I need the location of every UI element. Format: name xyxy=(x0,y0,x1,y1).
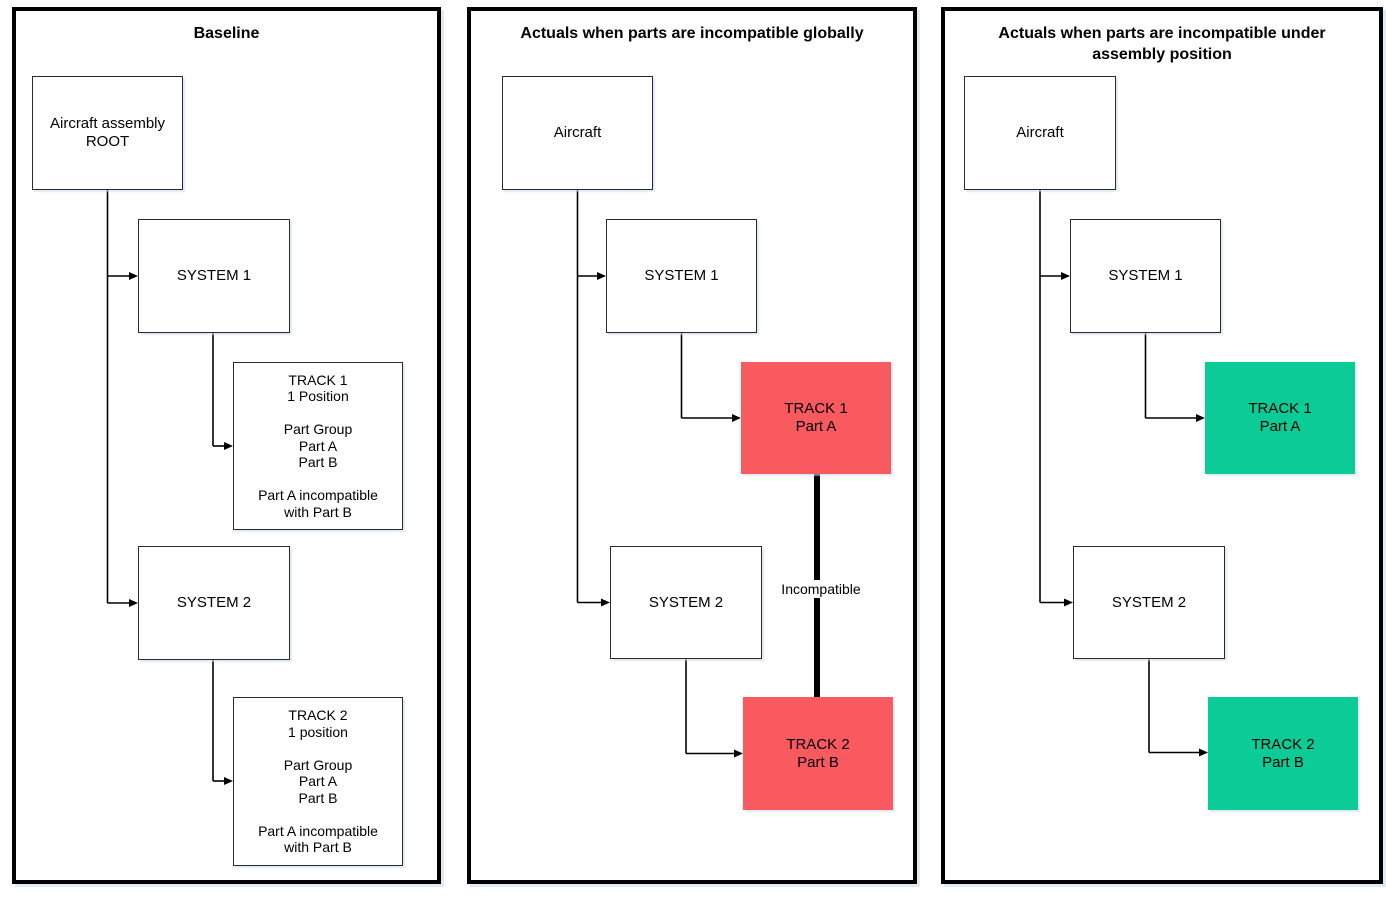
baseline-system1-node: SYSTEM 1 xyxy=(138,219,290,333)
baseline-track1-node: TRACK 1 1 Position Part Group Part A Par… xyxy=(233,362,403,530)
position-track2-node-green: TRACK 2 Part B xyxy=(1208,697,1358,810)
position-system1-node: SYSTEM 1 xyxy=(1070,219,1221,333)
position-system2-node: SYSTEM 2 xyxy=(1073,546,1225,659)
baseline-track2-node: TRACK 2 1 position Part Group Part A Par… xyxy=(233,697,403,866)
panel-baseline: Baseline Aircraft assembly ROOT SYSTEM 1… xyxy=(12,7,441,884)
global-track1-node-red: TRACK 1 Part A xyxy=(741,362,891,474)
global-system1-node: SYSTEM 1 xyxy=(606,219,757,333)
panel-incompatible-globally: Actuals when parts are incompatible glob… xyxy=(467,7,917,884)
baseline-system2-node: SYSTEM 2 xyxy=(138,546,290,660)
panel-incompatible-under-position-title: Actuals when parts are incompatible unde… xyxy=(998,25,1326,63)
panel-incompatible-globally-title: Actuals when parts are incompatible glob… xyxy=(520,25,864,42)
position-aircraft-node: Aircraft xyxy=(964,76,1116,190)
baseline-root-node: Aircraft assembly ROOT xyxy=(32,76,183,190)
global-system2-node: SYSTEM 2 xyxy=(610,546,762,659)
global-aircraft-node: Aircraft xyxy=(502,76,653,190)
panel-incompatible-under-position: Actuals when parts are incompatible unde… xyxy=(941,7,1383,884)
global-track2-node-red: TRACK 2 Part B xyxy=(743,697,893,810)
panel-baseline-title: Baseline xyxy=(193,25,260,42)
position-track1-node-green: TRACK 1 Part A xyxy=(1205,362,1355,474)
incompatible-edge-label: Incompatible xyxy=(778,580,864,598)
